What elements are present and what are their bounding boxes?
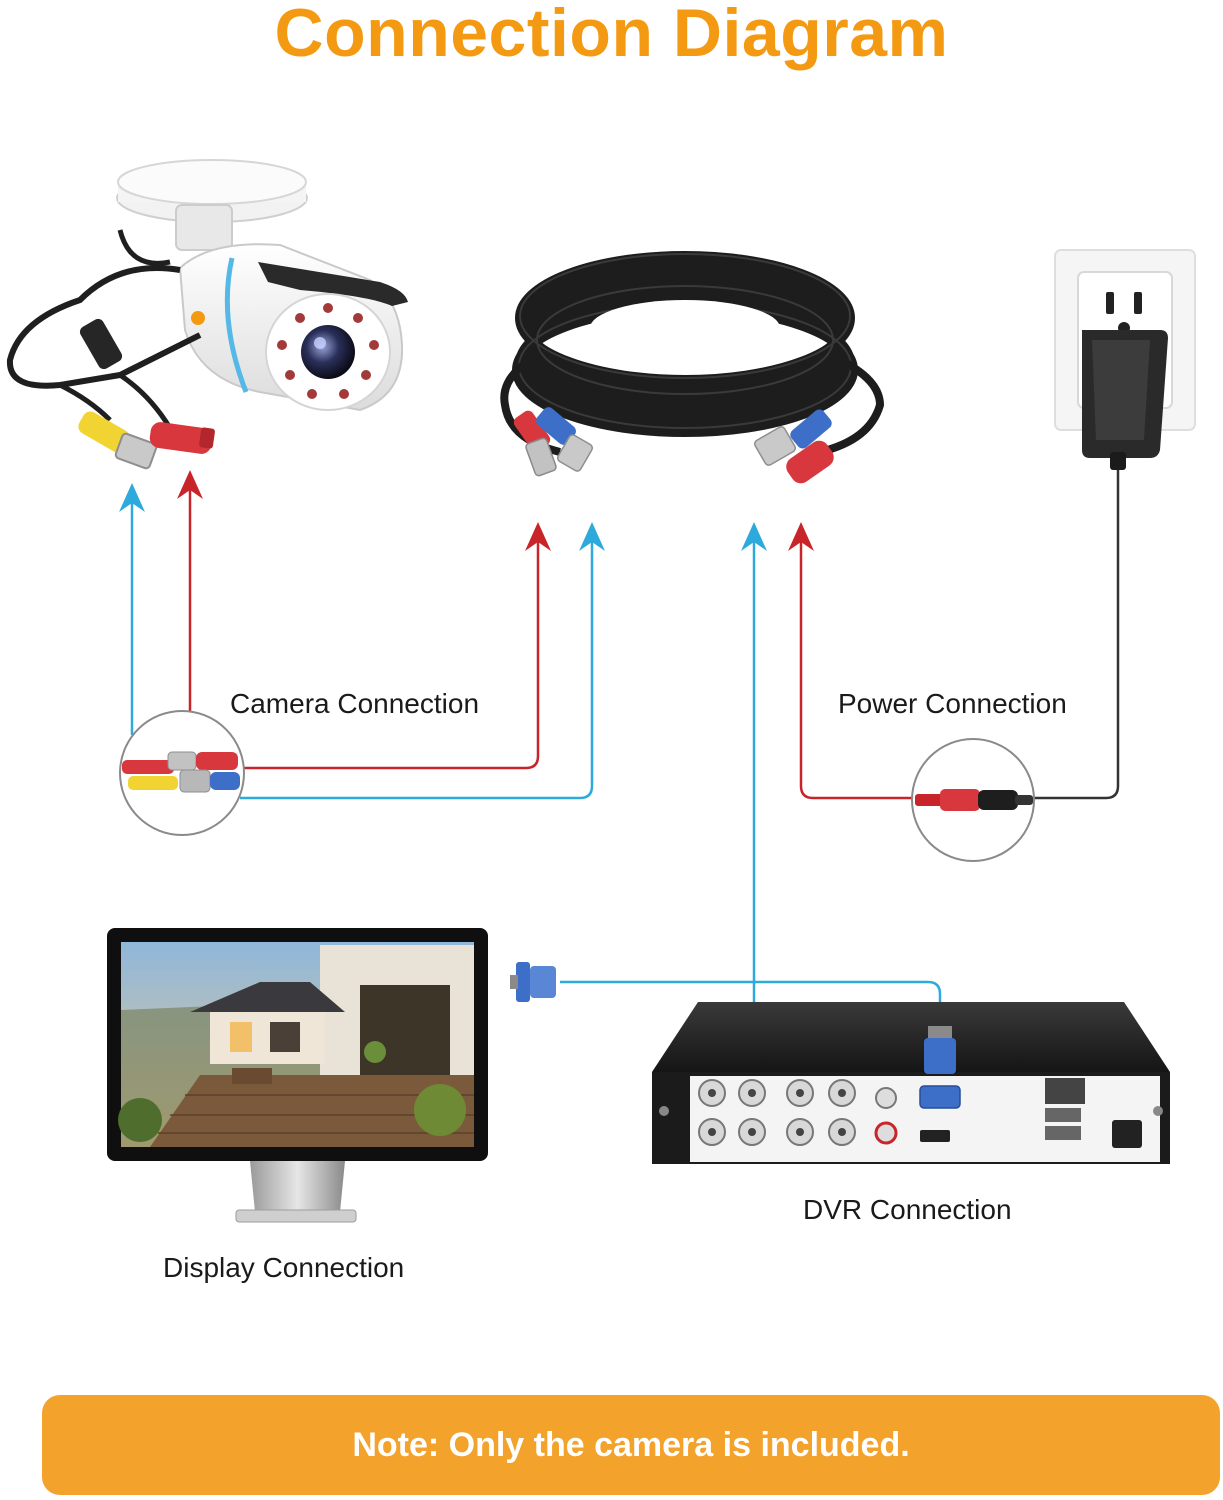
arrow-up-icon <box>741 522 767 551</box>
cable-red-to-power-line <box>799 540 925 800</box>
diagram-title: Connection Diagram <box>274 0 949 71</box>
bullet-camera-icon <box>6 159 408 470</box>
monitor-icon <box>107 928 488 1223</box>
camera-red-to-cable-line <box>240 540 540 770</box>
arrow-up-icon <box>119 483 145 512</box>
vga-line <box>560 980 942 1030</box>
camera-blue-to-cable-line <box>240 540 594 800</box>
note-banner: Note: Only the camera is included. <box>42 1395 1220 1495</box>
power-adapter-icon <box>1054 249 1196 470</box>
vga-connector-icon <box>510 962 556 1002</box>
arrow-up-icon <box>579 522 605 551</box>
display-connection-label: Display Connection <box>163 1252 405 1283</box>
power-connector-zoom <box>911 738 1035 862</box>
arrow-up-icon <box>788 522 814 551</box>
dvr-connection-label: DVR Connection <box>803 1194 1012 1225</box>
arrow-heads <box>119 470 814 551</box>
note-text: Note: Only the camera is included. <box>352 1425 910 1464</box>
arrow-up-icon <box>177 470 203 499</box>
adapter-line <box>1030 460 1120 800</box>
dvr-icon <box>652 1002 1170 1164</box>
camera-connection-label: Camera Connection <box>230 688 480 719</box>
camera-connector-zoom <box>119 710 245 836</box>
connection-lines <box>130 460 1120 1100</box>
arrow-up-icon <box>525 522 551 551</box>
power-connection-label: Power Connection <box>838 688 1067 719</box>
coiled-cable-icon <box>500 251 885 484</box>
